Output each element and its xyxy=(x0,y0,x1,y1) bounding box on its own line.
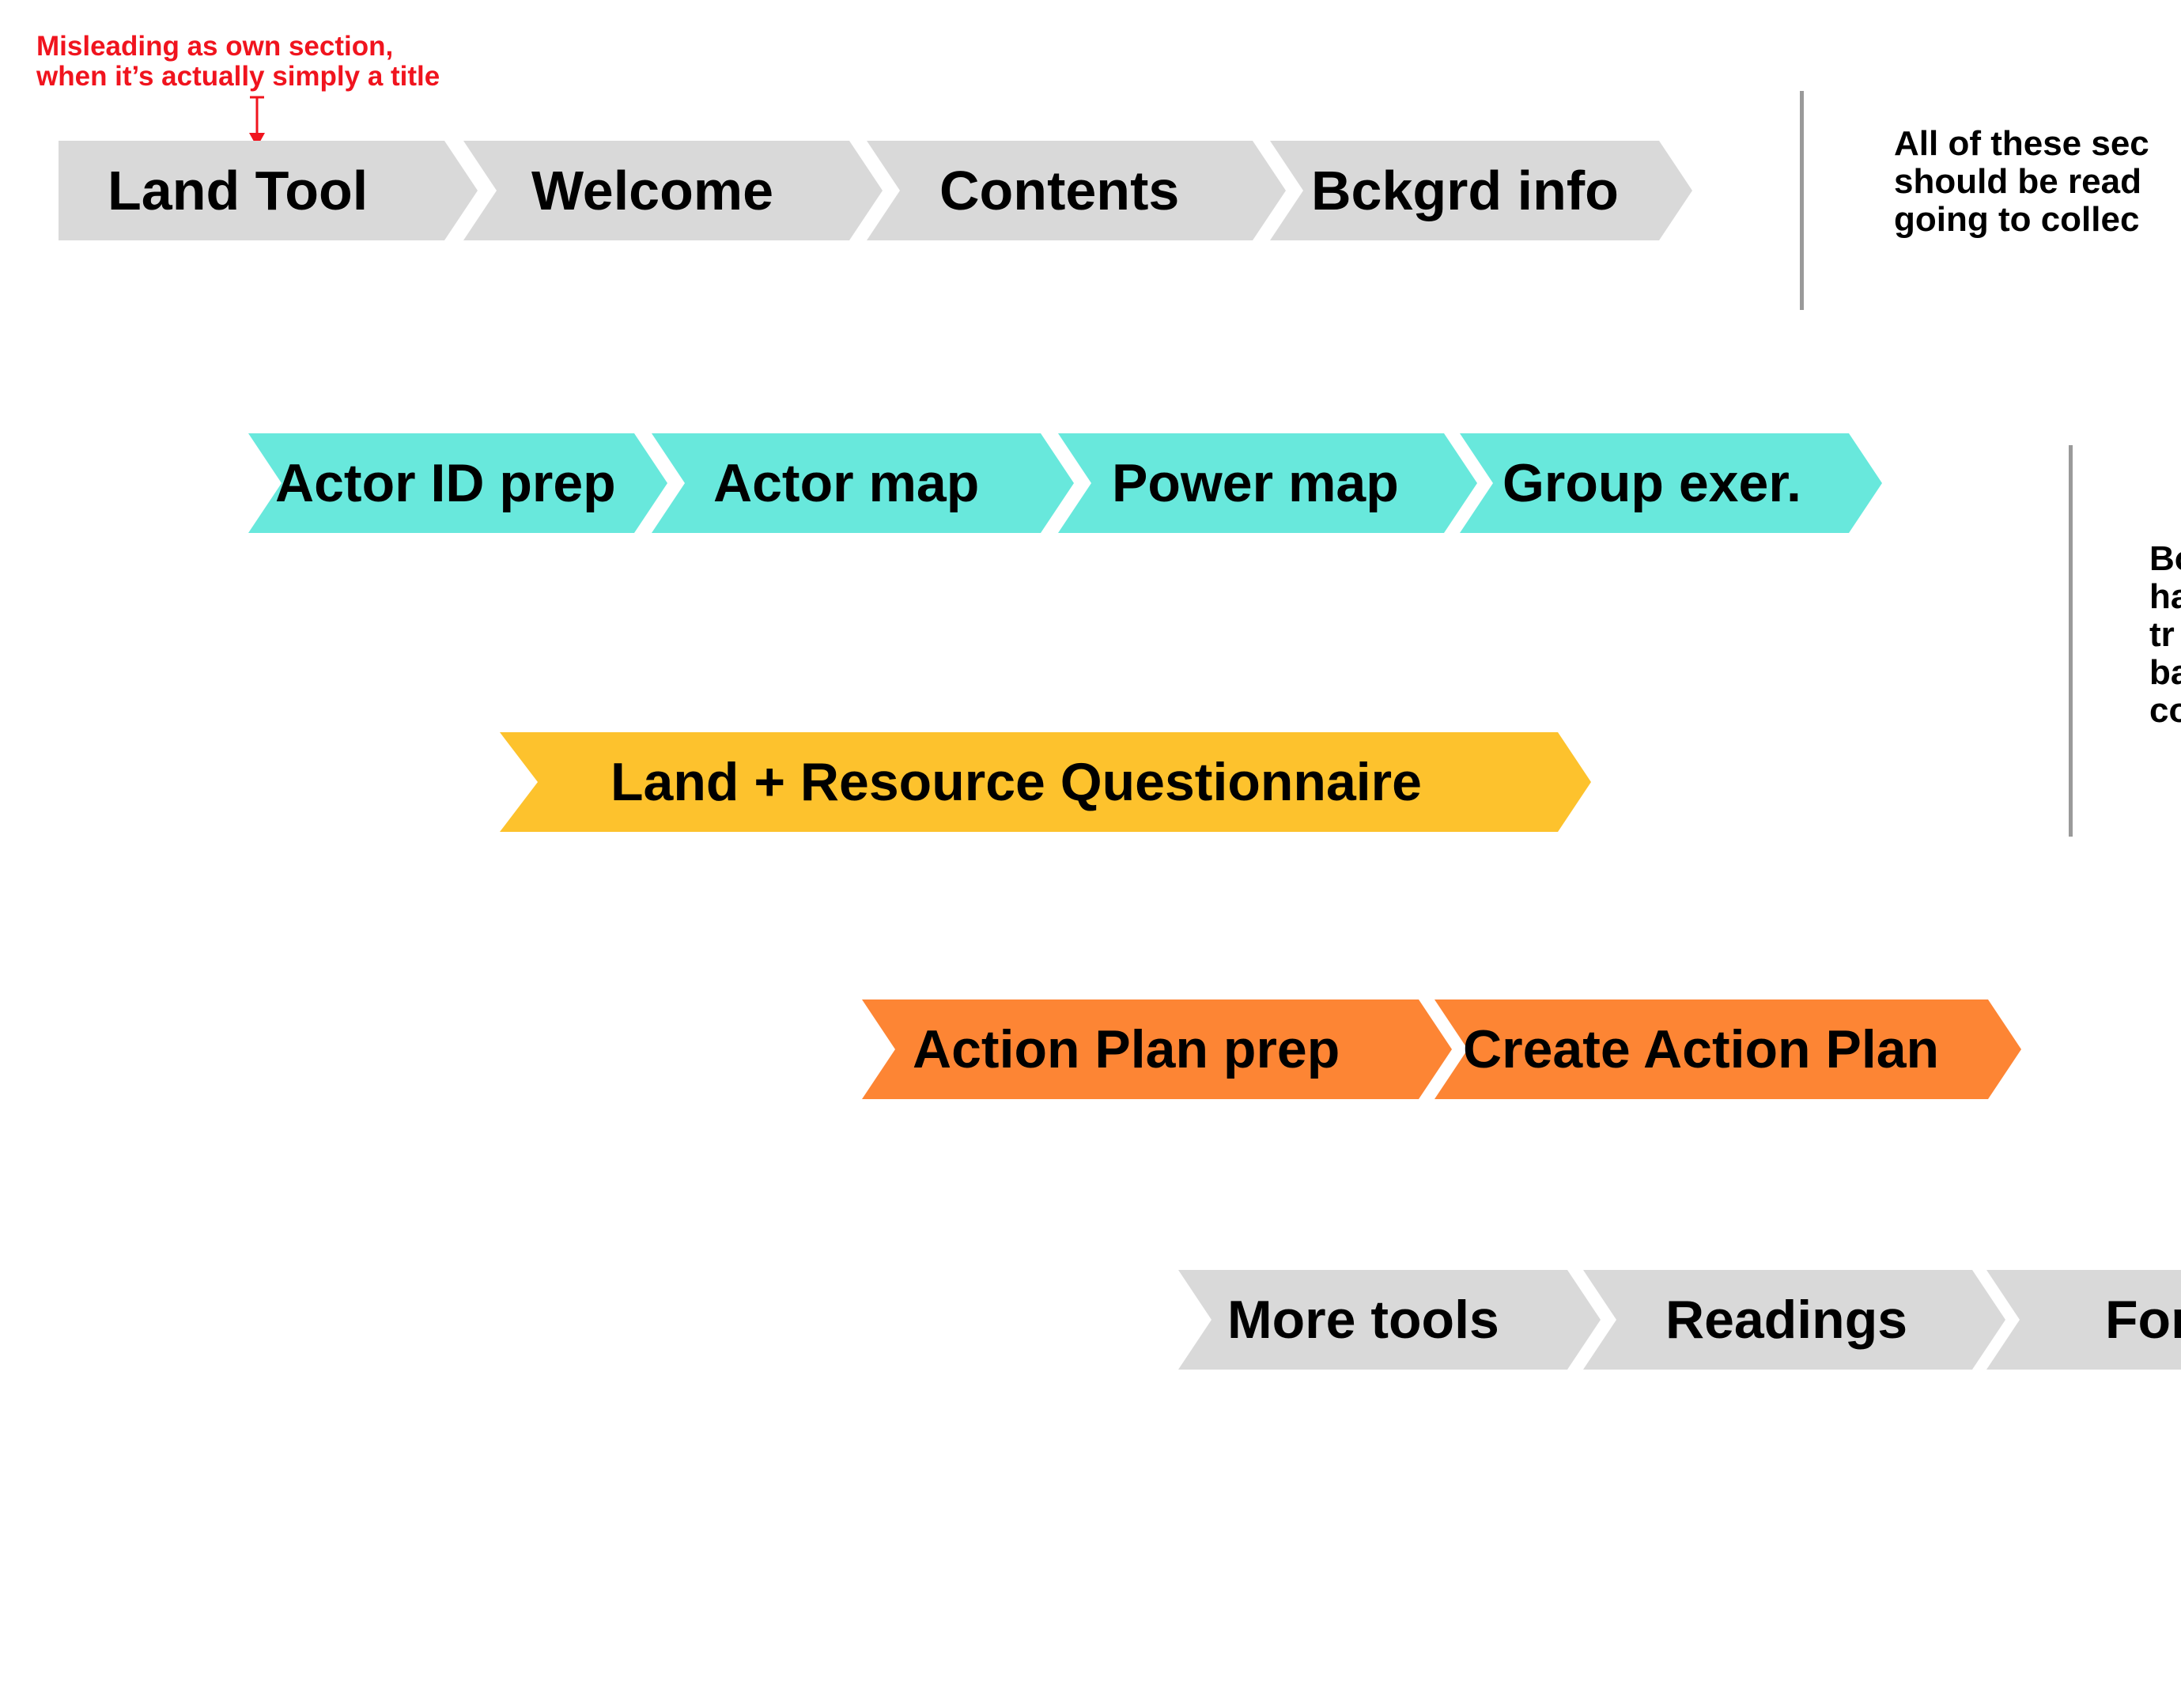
step-land-tool[interactable]: Land Tool xyxy=(59,141,478,240)
note-line: Bo xyxy=(2149,539,2181,578)
step-label: Contents xyxy=(939,160,1180,221)
step-label: For xyxy=(2105,1290,2181,1350)
step-more-tools[interactable]: More tools xyxy=(1178,1270,1601,1370)
step-label: Power map xyxy=(1112,453,1399,513)
step-action-plan-prep[interactable]: Action Plan prep xyxy=(862,999,1452,1099)
step-label: Land + Resource Questionnaire xyxy=(610,752,1422,812)
note-line: should be read xyxy=(1894,162,2141,201)
step-label: Action Plan prep xyxy=(913,1019,1340,1079)
step-label: Bckgrd info xyxy=(1311,160,1619,221)
note-line: ha xyxy=(2149,577,2181,616)
step-bckgrd-info[interactable]: Bckgrd info xyxy=(1270,141,1692,240)
note-line: tr xyxy=(2149,615,2175,654)
step-label: Create Action Plan xyxy=(1463,1019,1940,1079)
step-label: More tools xyxy=(1227,1290,1499,1350)
note-line: co xyxy=(2149,691,2181,730)
intro-note: All of these sec should be read going to… xyxy=(1894,125,2149,239)
annotation-line-1: Misleading as own section, xyxy=(36,31,394,62)
step-readings[interactable]: Readings xyxy=(1583,1270,2005,1370)
divider-line xyxy=(1800,91,1804,310)
step-label: Actor map xyxy=(713,453,980,513)
annotation-arrow-icon xyxy=(249,96,265,147)
note-line: ba xyxy=(2149,653,2181,692)
step-land-resource-questionnaire[interactable]: Land + Resource Questionnaire xyxy=(500,732,1591,832)
annotation-line-2: when it’s actually simply a title xyxy=(36,61,440,92)
annotation-note: Misleading as own section, when it’s act… xyxy=(36,32,440,92)
divider-line xyxy=(2069,445,2073,837)
step-actor-id-prep[interactable]: Actor ID prep xyxy=(248,433,667,533)
step-for[interactable]: For xyxy=(1986,1270,2181,1370)
note-line: All of these sec xyxy=(1894,124,2149,163)
step-welcome[interactable]: Welcome xyxy=(463,141,883,240)
step-label: Group exer. xyxy=(1503,453,1801,513)
middle-note: Bo ha tr ba co xyxy=(2149,540,2181,730)
step-label: Land Tool xyxy=(108,160,369,221)
step-label: Welcome xyxy=(531,160,774,221)
step-create-action-plan[interactable]: Create Action Plan xyxy=(1434,999,2021,1099)
step-label: Actor ID prep xyxy=(275,453,616,513)
note-line: going to collec xyxy=(1894,200,2140,239)
step-group-exer[interactable]: Group exer. xyxy=(1460,433,1882,533)
step-label: Readings xyxy=(1665,1290,1908,1350)
step-contents[interactable]: Contents xyxy=(867,141,1286,240)
step-power-map[interactable]: Power map xyxy=(1058,433,1477,533)
step-actor-map[interactable]: Actor map xyxy=(652,433,1074,533)
